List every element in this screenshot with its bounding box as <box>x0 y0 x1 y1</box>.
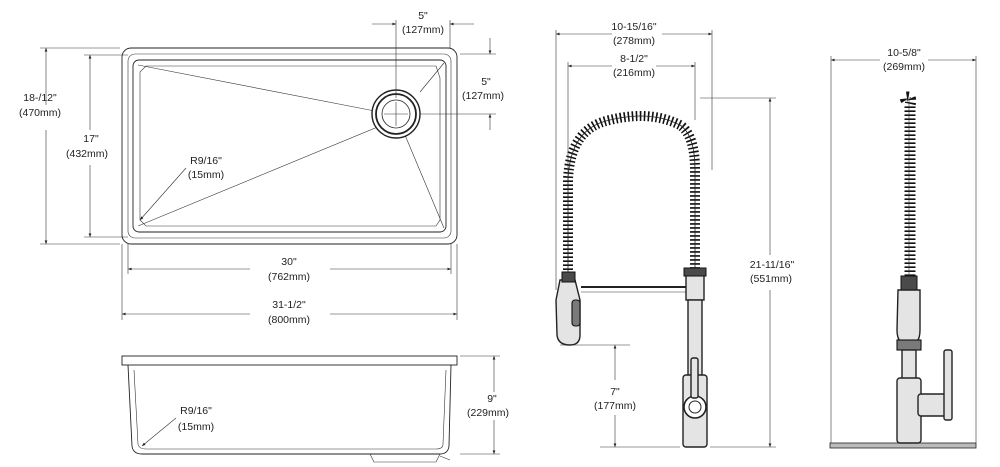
spout-reach-metric: (216mm) <box>613 67 655 79</box>
faucet-side-view: 10-5/8" (269mm) <box>829 47 977 449</box>
drain-inner <box>381 99 411 129</box>
corner-radius-metric: (15mm) <box>188 169 224 181</box>
spout-clearance-label: 7" <box>610 386 620 398</box>
countertop <box>829 442 977 449</box>
faucet-spring-core <box>567 115 696 290</box>
drain-offset-y-label: 5" <box>481 76 491 88</box>
sink-top-view: 5" (127mm) 5" (127mm) 18-/12" (470mm) 17… <box>19 10 504 326</box>
spout-reach-label: 8-1/2" <box>620 53 648 65</box>
faucet-neck-collar <box>683 267 707 277</box>
sink-side-inner <box>133 369 447 450</box>
bowl-slope-line <box>137 64 381 113</box>
sink-outer-rim <box>121 47 458 245</box>
faucet-width-label: 10-15/16" <box>611 21 656 33</box>
faucet-width-metric: (278mm) <box>613 35 655 47</box>
spout-clearance-metric: (177mm) <box>594 400 636 412</box>
sink-bowl-floor <box>139 65 441 227</box>
sink-side-bowl <box>127 364 452 455</box>
sink-side-flange <box>121 355 458 366</box>
bowl-slope-line <box>137 125 381 227</box>
drain-offset-x-label: 5" <box>418 10 428 22</box>
side-spray-head <box>896 289 921 346</box>
faucet-depth-metric: (269mm) <box>883 61 925 73</box>
sink-inner-rim <box>127 53 452 239</box>
faucet-spring-coil <box>563 111 700 290</box>
sink-drain-side <box>369 453 441 463</box>
side-corner-radius-label: R9/16" <box>180 405 212 417</box>
faucet-depth-label: 10-5/8" <box>887 47 921 59</box>
corner-radius-label: R9/16" <box>190 155 222 167</box>
side-body-collar <box>896 339 922 351</box>
overall-depth-metric: (470mm) <box>19 107 61 119</box>
faucet-height-label: 21-11/16" <box>750 259 795 271</box>
bowl-depth-label: 17" <box>83 133 99 145</box>
side-handle-lever <box>943 349 953 421</box>
faucet-front-view: 10-15/16" (278mm) 8-1/2" (216mm) 21-11/1… <box>555 21 795 448</box>
spray-collar <box>561 271 576 283</box>
faucet-handle-lever <box>690 357 699 399</box>
overall-depth-label: 18-/12" <box>23 92 57 104</box>
side-corner-radius-metric: (15mm) <box>178 421 214 433</box>
faucet-height-metric: (551mm) <box>750 273 792 285</box>
side-spray-collar <box>900 275 918 291</box>
drain-offset-x-metric: (127mm) <box>402 24 444 36</box>
faucet-handle <box>683 395 707 419</box>
spray-button <box>571 299 581 327</box>
overall-width-metric: (800mm) <box>268 314 310 326</box>
side-spring-coil <box>899 91 917 280</box>
bowl-width-label: 30" <box>281 256 297 268</box>
bowl-height-label: 9" <box>487 393 497 405</box>
bowl-width-metric: (762mm) <box>268 271 310 283</box>
bowl-slope-line <box>419 62 445 93</box>
overall-width-label: 31-1/2" <box>272 299 306 311</box>
bowl-slope-line <box>404 134 445 229</box>
sink-side-view: 9" (229mm) R9/16" (15mm) <box>121 355 509 463</box>
side-column <box>901 349 917 381</box>
bowl-depth-metric: (432mm) <box>66 148 108 160</box>
sink-bowl <box>132 59 447 233</box>
drain-offset-y-metric: (127mm) <box>462 90 504 102</box>
bowl-height-metric: (229mm) <box>467 407 509 419</box>
